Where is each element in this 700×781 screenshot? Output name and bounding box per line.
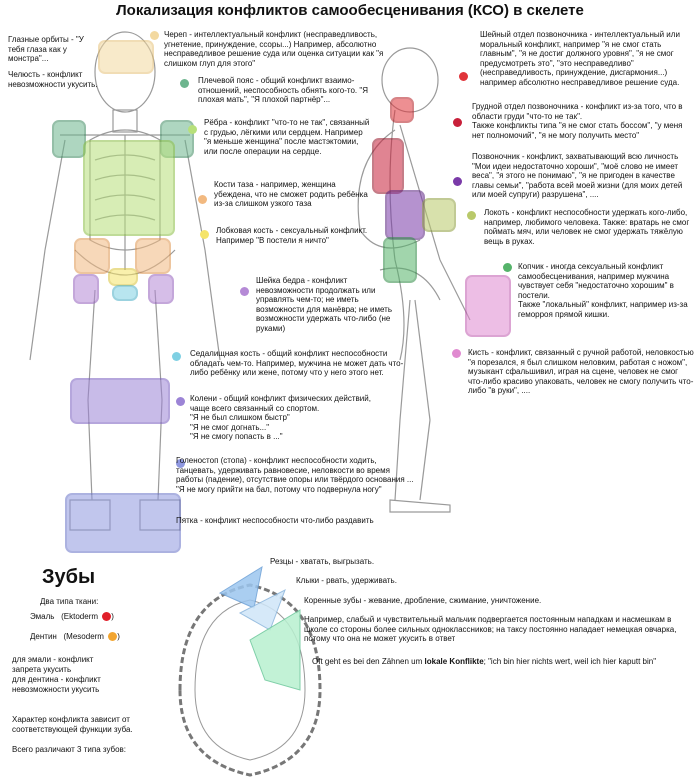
skull-highlight <box>98 40 154 74</box>
pelvis-note: Кости таза - например, женщина убеждена,… <box>214 180 368 208</box>
incisors-note: Резцы - хватать, выгрызать. <box>270 557 375 566</box>
lumbar-highlight <box>385 190 425 240</box>
teeth-example-note: Например, слабый и чувствительный мальчи… <box>304 615 677 643</box>
femur-neck-dot <box>240 287 249 296</box>
pelvis-highlight-left <box>74 238 110 274</box>
hand-highlight <box>465 275 511 337</box>
femur-neck-highlight-left <box>73 274 99 304</box>
eye-orbit-note: Глазные орбиты - "У тебя глаза как у мон… <box>8 35 84 63</box>
ankle-note: Голеностоп (стопа) - конфликт неспособно… <box>176 456 414 494</box>
ribs-highlight <box>83 140 175 236</box>
femur-neck-note: Шейка бедра - конфликт невозможности про… <box>256 276 392 333</box>
sit-bone-note: Седалищная кость - общий конфликт неспос… <box>190 349 404 377</box>
knee-dot <box>176 397 185 406</box>
conflict-character: Характер конфликта зависит от соответств… <box>12 715 133 734</box>
skull-dot <box>150 31 159 40</box>
dentin-row: Дентин (Mesoderm ) <box>30 632 120 642</box>
canines-note: Клыки - рвать, удерживать. <box>296 576 397 585</box>
coccyx-note: Копчик - иногда сексуальный конфликт сам… <box>518 262 688 319</box>
dentin-dot <box>108 632 118 642</box>
coccyx-highlight <box>383 237 417 283</box>
enamel-dot <box>102 612 112 622</box>
hand-note: Кисть - конфликт, связанный с ручной раб… <box>468 348 694 395</box>
lumbar-dot <box>453 177 462 186</box>
enamel-row: Эмаль (Ektoderm ) <box>30 612 114 622</box>
elbow-dot <box>467 211 476 220</box>
chest-spine-dot <box>453 118 462 127</box>
two-tissue-types: Два типа ткани: <box>40 597 99 606</box>
knee-highlight <box>70 378 170 424</box>
chest-spine-note: Грудной отдел позвоночника - конфликт из… <box>472 102 683 140</box>
pubic-dot <box>200 230 209 239</box>
pelvis-dot <box>198 195 207 204</box>
three-tooth-types: Всего различают 3 типа зубов: <box>12 745 127 754</box>
skull-note: Череп - интеллектуальный конфликт (неспр… <box>164 30 384 68</box>
pelvis-highlight-right <box>135 238 171 274</box>
molars-note: Коренные зубы - жевание, дробление, сжим… <box>304 596 542 605</box>
dentin-conflict: для дентина - конфликт невозможности уку… <box>12 675 101 694</box>
dentin-label: Дентин <box>30 632 57 641</box>
knee-note: Колени - общий конфликт физических дейст… <box>190 394 371 441</box>
lumbar-note: Позвоночник - конфликт, захватывающий вс… <box>472 152 683 199</box>
neck-spine-dot <box>459 72 468 81</box>
sit-bone-highlight <box>112 285 138 301</box>
shoulder-note: Плечевой пояс - общий конфликт взаимо-от… <box>198 76 368 104</box>
pubic-highlight <box>108 268 138 286</box>
german-note-start: Oft geht es bei den Zähnen um <box>312 657 425 666</box>
elbow-note: Локоть - конфликт неспособности удержать… <box>484 208 690 246</box>
ribs-note: Рёбра - конфликт "что-то не так", связан… <box>204 118 370 156</box>
ankle-dot <box>176 459 185 468</box>
enamel-label: Эмаль <box>30 612 55 621</box>
hand-dot <box>452 349 461 358</box>
jaw-note: Челюсть - конфликт невозможности укусить… <box>8 70 98 89</box>
elbow-highlight <box>422 198 456 232</box>
foot-highlight <box>65 493 181 553</box>
german-note-bold: lokale Konflikte <box>424 657 484 666</box>
enamel-layer: (Ektoderm <box>61 612 99 621</box>
enamel-conflict: для эмали - конфликт запрета укусить <box>12 655 94 674</box>
dentin-layer: (Mesoderm <box>63 632 104 641</box>
femur-neck-highlight-right <box>148 274 174 304</box>
neck-spine-note: Шейный отдел позвоночника - интеллектуал… <box>480 30 680 87</box>
neck-spine-highlight <box>390 97 414 123</box>
chest-spine-highlight <box>372 138 404 194</box>
shoulder-highlight-left <box>52 120 86 158</box>
teeth-heading: Зубы <box>42 566 96 588</box>
coccyx-dot <box>503 263 512 272</box>
pubic-note: Лобковая кость - сексуальный конфликт. Н… <box>216 226 368 245</box>
shoulder-dot <box>180 79 189 88</box>
german-note-end: ; "ich bin hier nichts wert, weil ich hi… <box>483 657 657 666</box>
sit-bone-dot <box>172 352 181 361</box>
page-title: Локализация конфликтов самообесценивания… <box>116 2 584 19</box>
ribs-dot <box>188 125 197 134</box>
heel-note: Пятка - конфликт неспособности что-либо … <box>176 516 374 525</box>
german-note: Oft geht es bei den Zähnen um lokale Kon… <box>312 657 697 667</box>
